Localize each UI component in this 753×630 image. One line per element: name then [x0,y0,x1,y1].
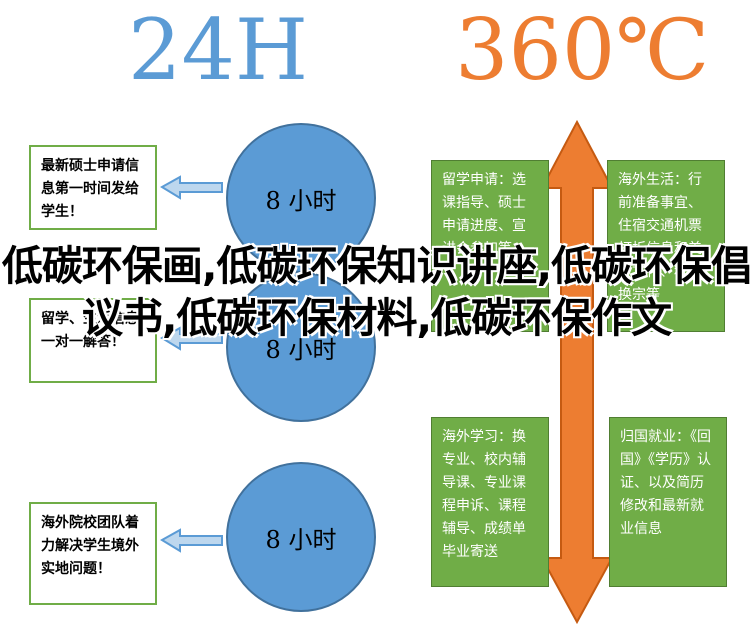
info-box-right-2-text: 归国就业：《回国》《学历》认证、以及简历修改和最新就业信息 [620,429,711,537]
overlay-title: 低碳环保画,低碳环保知识讲座,低碳环保倡议书,低碳环保材料,低碳环保作文 [1,242,752,342]
left-arrow-3 [160,528,223,553]
info-box-left-2: 留学、生活信息一对一解答！ [29,298,157,383]
circle-1: 8 小时 [226,123,376,273]
left-arrow-1 [160,175,223,200]
info-box-right-1: 海外生活：行前准备事宜、住宿交通机票打折信息和美食文化、税根换宗等 [607,160,725,332]
header-24h: 24H [128,1,309,99]
circle-2-label: 8 小时 [265,335,337,364]
info-box-left-1-text: 最新硕士申请信息第一时间发给学生！ [41,158,139,220]
circle-1-label: 8 小时 [265,186,337,215]
info-box-mid-2-text: 海外学习：换专业、校内辅导课、专业课程申诉、课程辅导、成绩单毕业寄送 [442,429,526,560]
circle-3-label: 8 小时 [265,525,337,554]
info-box-left-2-text: 留学、生活信息一对一解答！ [41,311,139,350]
info-box-mid-2: 海外学习：换专业、校内辅导课、专业课程申诉、课程辅导、成绩单毕业寄送 [431,417,549,587]
header-360c: 360℃ [455,1,710,99]
info-box-left-1: 最新硕士申请信息第一时间发给学生！ [29,145,157,230]
info-box-mid-1: 留学申请：选课指导、硕士申请进度、宣讲会参加等 [431,160,549,332]
info-box-left-3: 海外院校团队着力解决学生境外实地问题！ [29,502,157,605]
info-box-right-1-text: 海外生活：行前准备事宜、住宿交通机票打折信息和美食文化、税根换宗等 [618,172,702,303]
circle-3: 8 小时 [226,462,376,612]
info-box-mid-1-text: 留学申请：选课指导、硕士申请进度、宣讲会参加等 [442,172,526,257]
circle-2: 8 小时 [226,272,376,422]
vertical-double-arrow [540,119,614,625]
info-box-right-2: 归国就业：《回国》《学历》认证、以及简历修改和最新就业信息 [609,417,727,587]
left-arrow-2 [160,326,223,351]
info-box-left-3-text: 海外院校团队着力解决学生境外实地问题！ [41,515,139,577]
